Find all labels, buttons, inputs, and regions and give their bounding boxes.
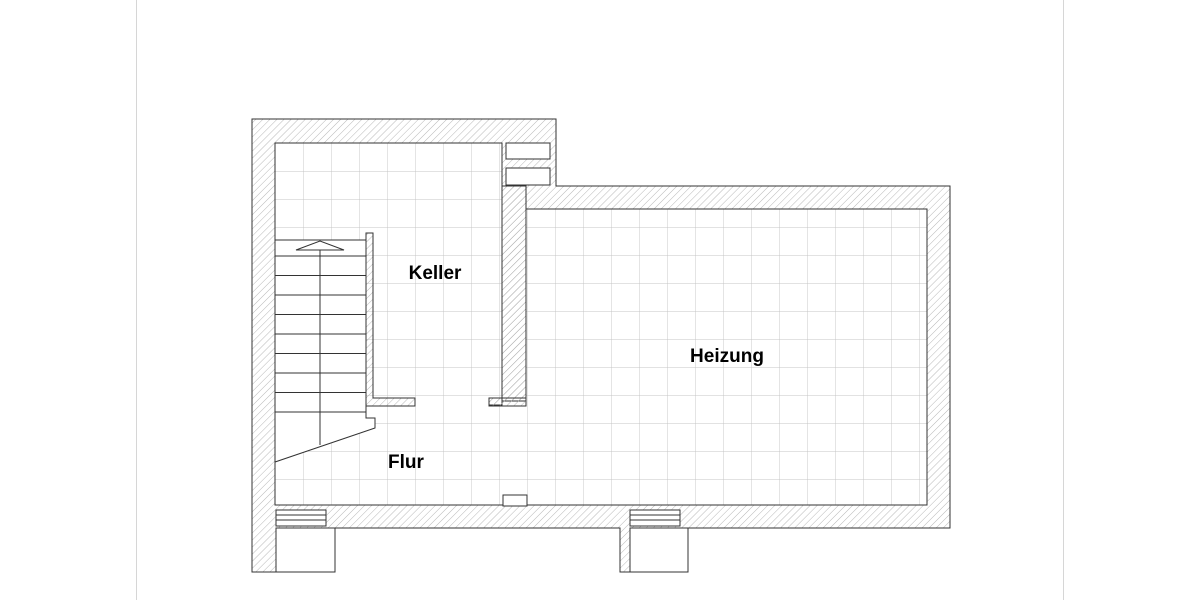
vent-box-top [505, 142, 551, 160]
room-label-flur: Flur [388, 452, 424, 473]
room-label-keller: Keller [409, 263, 462, 284]
wall-stub-right [488, 397, 527, 407]
vent-box-bottom [505, 167, 551, 186]
partition-wall-heizung [501, 185, 527, 402]
stair-arrow-icon [295, 240, 345, 251]
window-right [629, 509, 689, 573]
staircase [274, 239, 376, 463]
room-label-heizung: Heizung [690, 346, 764, 367]
window-left [275, 509, 336, 573]
wall-niche [502, 494, 528, 507]
